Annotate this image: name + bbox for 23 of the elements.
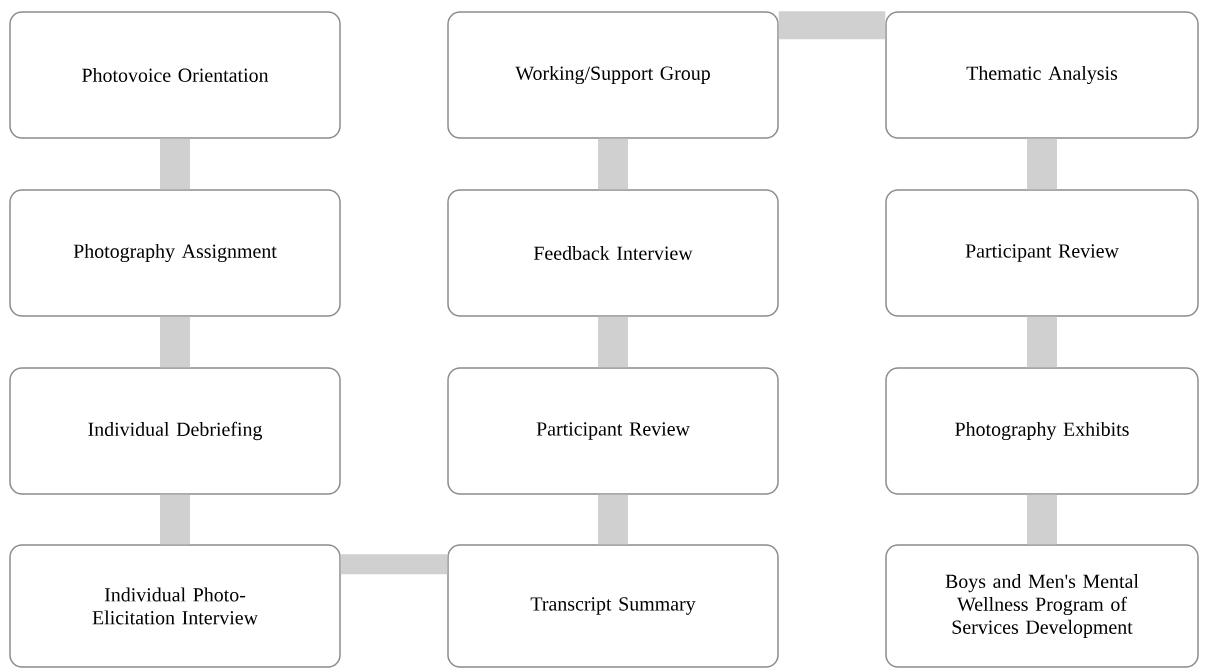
connector-bar <box>1027 138 1057 190</box>
connector-bar <box>1027 494 1057 545</box>
process-box: Thematic Analysis <box>885 11 1199 139</box>
connector-bar <box>160 316 190 368</box>
connector-bar <box>778 11 886 40</box>
process-box: Photovoice Orientation <box>9 11 341 139</box>
connector-bar <box>160 138 190 190</box>
connector-bar <box>598 138 628 190</box>
process-box: Participant Review <box>447 367 779 495</box>
process-box: Boys and Men's Mental Wellness Program of Services Development <box>885 544 1199 668</box>
process-box: Feedback Interview <box>447 189 779 317</box>
connector-bar <box>160 494 190 545</box>
process-box: Photography Assignment <box>9 189 341 317</box>
connector-bar <box>340 554 448 575</box>
process-box: Photography Exhibits <box>885 367 1199 495</box>
process-box: Individual Photo-Elicitation Interview <box>9 544 341 668</box>
process-box: Participant Review <box>885 189 1199 317</box>
process-box: Transcript Summary <box>447 544 779 668</box>
connector-bar <box>598 316 628 368</box>
connector-bar <box>1027 316 1057 368</box>
process-box: Working/Support Group <box>447 11 779 139</box>
connector-bar <box>598 494 628 545</box>
process-box: Individual Debriefing <box>9 367 341 495</box>
